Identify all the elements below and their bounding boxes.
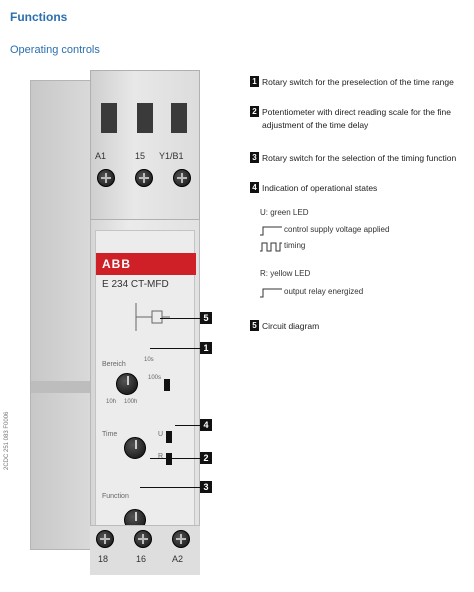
legend-item-4: 4 Indication of operational states xyxy=(250,182,470,195)
leader-line-5 xyxy=(160,318,200,319)
legend-text-4: Indication of operational states xyxy=(262,183,378,193)
top-terminal-block: A1 15 Y1/B1 xyxy=(90,70,200,220)
screw-icon xyxy=(96,530,114,548)
legend-number-3: 3 xyxy=(250,152,259,163)
callout-4: 4 xyxy=(200,419,212,431)
knob3-label: Function xyxy=(102,493,129,500)
legend-text-1: Rotary switch for the preselection of th… xyxy=(262,77,454,87)
document-code: 2CDC 251 083 F0006 xyxy=(4,411,10,470)
knob1-scale-100h: 100h xyxy=(124,399,138,405)
page-heading: Functions xyxy=(10,10,68,24)
legend-item-1: 1 Rotary switch for the preselection of … xyxy=(250,76,470,89)
terminal-slot xyxy=(171,103,187,133)
terminal-label-18: 18 xyxy=(98,554,109,564)
u-led-state-1: control supply voltage applied xyxy=(284,225,390,234)
callout-5: 5 xyxy=(200,312,212,324)
legend-item-5: 5 Circuit diagram xyxy=(250,320,470,333)
pulse-signal-icon xyxy=(260,242,282,252)
time-adjust-potentiometer[interactable] xyxy=(124,437,146,459)
callout-2: 2 xyxy=(200,452,212,464)
knob1-scale-10h: 10h xyxy=(106,399,117,405)
u-led-indicator xyxy=(166,431,172,443)
legend-text-3: Rotary switch for the selection of the t… xyxy=(262,153,457,163)
r-led-state-1: output relay energized xyxy=(284,287,364,296)
brand-band xyxy=(96,253,196,275)
terminal-slot xyxy=(101,103,117,133)
screw-icon xyxy=(172,530,190,548)
slot-indicator xyxy=(164,379,170,391)
u-led-label: U xyxy=(158,431,164,438)
screw-icon xyxy=(173,169,191,187)
rail-notch xyxy=(31,381,95,393)
steady-signal-icon xyxy=(260,226,282,236)
front-panel: ABB E 234 CT-MFD Bereich 10s 100s 10h 10… xyxy=(95,230,196,560)
knob1-label: Bereich xyxy=(102,361,126,368)
r-led-label: R xyxy=(158,453,164,460)
legend-number-1: 1 xyxy=(250,76,259,87)
legend-number-4: 4 xyxy=(250,182,259,193)
leader-line-4 xyxy=(175,425,200,426)
r-led-indicator xyxy=(166,453,172,465)
r-led-description: R: yellow LED xyxy=(260,269,311,278)
u-led-description: U: green LED xyxy=(260,208,309,217)
callout-3: 3 xyxy=(200,481,212,493)
callout-1: 1 xyxy=(200,342,212,354)
time-range-rotary-switch[interactable] xyxy=(116,373,138,395)
u-led-state-2: timing xyxy=(284,241,306,250)
legend-text-5: Circuit diagram xyxy=(262,321,320,331)
terminal-slot xyxy=(137,103,153,133)
terminal-label-16: 16 xyxy=(136,554,147,564)
screw-icon xyxy=(135,169,153,187)
screw-icon xyxy=(97,169,115,187)
leader-line-2 xyxy=(150,458,200,459)
screw-icon xyxy=(134,530,152,548)
leader-line-3 xyxy=(140,487,200,488)
terminal-label-a2: A2 xyxy=(172,554,184,564)
leader-line-1 xyxy=(150,348,200,349)
circuit-diagram-symbol xyxy=(132,297,172,339)
legend-number-5: 5 xyxy=(250,320,259,331)
terminal-label-y1b1: Y1/B1 xyxy=(159,151,184,161)
legend-text-2: Potentiometer with direct reading scale … xyxy=(262,107,451,130)
legend-number-2: 2 xyxy=(250,106,259,117)
section-subheading: Operating controls xyxy=(10,44,100,56)
terminal-label-a1: A1 xyxy=(95,151,107,161)
legend-item-2: 2 Potentiometer with direct reading scal… xyxy=(250,106,470,132)
abb-logo: ABB xyxy=(102,257,131,271)
steady-signal-icon xyxy=(260,288,282,298)
legend-item-3: 3 Rotary switch for the selection of the… xyxy=(250,152,470,165)
bottom-terminal-block: 18 16 A2 xyxy=(90,525,200,575)
knob1-scale-100s: 100s xyxy=(148,375,162,381)
relay-device: A1 15 Y1/B1 ABB E 234 CT-MFD Bereich 10s… xyxy=(30,70,250,575)
knob2-label: Time xyxy=(102,431,118,438)
model-label: E 234 CT-MFD xyxy=(102,279,169,290)
din-rail-housing xyxy=(30,80,95,550)
knob1-scale-10s: 10s xyxy=(144,357,154,363)
terminal-label-15: 15 xyxy=(135,151,146,161)
